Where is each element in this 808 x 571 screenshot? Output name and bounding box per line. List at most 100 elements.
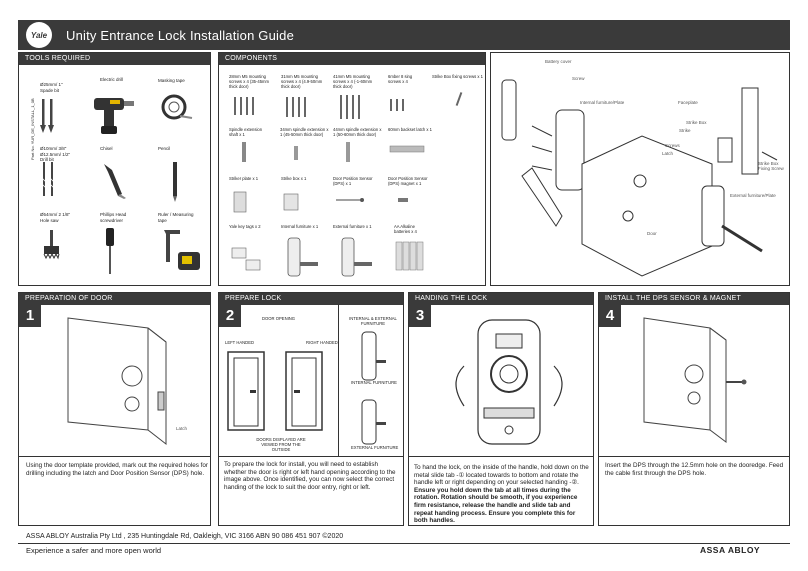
comp-fixing-screws: 6mber 8 sing screws x 4 (388, 74, 413, 84)
step-3-heading: HANDING THE LOCK (409, 293, 593, 305)
step-4-divider (598, 456, 790, 457)
handing-lock-diagram (455, 319, 563, 445)
pencil-icon (173, 162, 177, 202)
tool-masking-tape: Masking tape (158, 78, 185, 83)
step-4-number: 4 (599, 305, 621, 327)
dps-install-diagram (643, 317, 747, 443)
comp-28mm-screws: 28mm M5 mounting screws x 4 (35-45mm thi… (229, 74, 270, 89)
comp-31mm-screws: 31mm M5 mounting screws x 4 (4.9-50mm th… (281, 74, 323, 89)
step-2-panel: PREPARE LOCK 2 (218, 292, 404, 526)
step-4-description: Insert the DPS through the 12.5mm hole o… (605, 462, 784, 477)
step-2-vdivider (338, 304, 339, 456)
door-opening-label: DOOR OPENING (262, 316, 296, 321)
step-1-heading: PREPARATION OF DOOR (19, 293, 210, 305)
footer-rule (18, 543, 790, 544)
step-3-description: To hand the lock, on the inside of the h… (414, 464, 590, 525)
tape-icon (161, 94, 193, 120)
hole-saw-icon (43, 230, 60, 260)
label-door: Door (647, 231, 657, 236)
step-1-divider (18, 456, 211, 457)
drill-icon (94, 98, 134, 134)
step-1-latch-label: Latch (176, 426, 188, 431)
comp-internal-furniture: Internal furniture x 1 (281, 224, 319, 229)
tool-chisel: Chisel (100, 146, 113, 151)
measuring-tape-icon (164, 230, 200, 270)
tool-electric-drill: Electric drill (100, 77, 124, 82)
spindle-icons (242, 142, 425, 162)
left-handed-label: LEFT HANDED (225, 340, 255, 345)
int-ext-label: INTERNAL & EXTERNAL FURNITURE (349, 316, 397, 326)
comp-dps-magnet: Door Position Sensor (DPS) magnet x 1 (388, 176, 428, 186)
label-battery-cover: Battery cover (545, 59, 572, 64)
comp-41mm-screws: 41mm M5 mounting screws x 4 (-1-60mm thi… (333, 74, 373, 89)
step-4-heading: INSTALL THE DPS SENSOR & MAGNET (599, 293, 789, 305)
page-title: Unity Entrance Lock Installation Guide (66, 27, 294, 43)
step-1-number: 1 (19, 305, 41, 327)
chisel-icon (104, 164, 126, 199)
comp-external-furniture: External furniture x 1 (333, 224, 372, 229)
step-2-description: To prepare the lock for install, you wil… (224, 461, 396, 491)
step-2-divider (218, 456, 404, 457)
exploded-diagram-panel (490, 52, 790, 286)
footer-brand-logo: ASSA ABLOY (700, 545, 761, 555)
label-strike-box: Strike Box (686, 120, 707, 125)
tool-spade-bit: Ø25mm/ 1" Spade bit (40, 82, 63, 93)
components-panel: COMPONENTS (218, 52, 486, 286)
comp-strike-box-screws: Strike Box fixing screws x 1 (432, 74, 483, 79)
comp-spindle-shaft: Spindle extension shaft x 1 (229, 127, 263, 137)
label-faceplate: Faceplate (678, 100, 698, 105)
tools-panel: TOOLS REQUIRED (18, 52, 211, 286)
door-prep-diagram (67, 317, 167, 446)
exploded-lock-diagram (501, 79, 778, 277)
furniture-handing-diagram (361, 331, 386, 445)
step-3-description-bold: Ensure you hold down the tab at all time… (414, 486, 578, 525)
strike-box-screw-icon (455, 92, 463, 106)
step-3-description-normal: To hand the lock, on the inside of the h… (414, 464, 589, 487)
step-4-panel: INSTALL THE DPS SENSOR & MAGNET 4 (598, 292, 790, 526)
label-screw: Screw (572, 76, 585, 81)
doors-viewed-label: DOORS DISPLAYED ARE VIEWED FROM THE OUTS… (256, 437, 306, 452)
comp-strike-box: Strike box x 1 (281, 176, 307, 181)
external-furniture-label: EXTERNAL FURNITURE (351, 445, 399, 450)
comp-dps: Door Position Sensor (DPS) x 1 (333, 176, 373, 186)
tool-drill-bit: Ø10mm/ 3/8" Ø12.5mm/ 1/2" Drill bit (40, 146, 71, 162)
tool-hole-saw: Ø54mm/ 2 1/8" Hole saw (40, 212, 71, 223)
tool-measuring-tape: Ruler / Measuring tape (158, 212, 194, 223)
comp-44mm-spindle: 44mm spindle extension x 1 (50-60mm thic… (333, 127, 382, 137)
comp-key-tags: Yale key tags x 2 (229, 224, 261, 229)
spade-bit-icon (40, 99, 54, 133)
step-3-panel: HANDING THE LOCK 3 (408, 292, 594, 526)
step-3-number: 3 (409, 305, 431, 327)
part-number: Part No. YUR_DE_INSTALL_1_0B (30, 98, 35, 160)
step-1-panel: PREPARATION OF DOOR 1 (18, 292, 211, 526)
right-handed-label: RIGHT HANDED (306, 340, 338, 345)
comp-batteries: AA Alkaline batteries x 4 (394, 224, 417, 234)
label-latch: Latch (662, 151, 674, 156)
label-internal-plate: Internal furniture/Plate (580, 100, 625, 105)
strike-icons (233, 191, 408, 213)
comp-striker-plate: Striker plate x 1 (229, 176, 259, 181)
step-2-heading: PREPARE LOCK (219, 293, 403, 305)
footer-tagline: Experience a safer and more open world (26, 546, 162, 555)
components-heading: COMPONENTS (219, 53, 485, 65)
screwdriver-icon (106, 228, 114, 274)
screws-icon (234, 95, 404, 119)
step-1-description: Using the door template provided, mark o… (26, 462, 209, 477)
drill-bit-icon (41, 162, 55, 196)
label-external-plate: External furniture/Plate (730, 193, 776, 198)
internal-furniture-label: INTERNAL FURNITURE (351, 380, 397, 385)
label-strike: Strike (679, 128, 691, 133)
step-3-divider (408, 456, 594, 457)
label-screws: Screws (665, 143, 680, 148)
tool-screwdriver: Phillips Head screwdriver (100, 212, 127, 223)
comp-backset-latch: 60mm backset latch x 1 (388, 127, 432, 132)
door-handing-diagram (227, 351, 323, 431)
tools-heading: TOOLS REQUIRED (19, 53, 210, 65)
step-2-number: 2 (219, 305, 241, 327)
yale-logo: Yale (26, 22, 52, 48)
comp-34mm-spindle: 34mm spindle extension x 1 (45-50mm thic… (280, 127, 329, 137)
footer-company: ASSA ABLOY Australia Pty Ltd , 235 Hunti… (26, 533, 344, 540)
tool-pencil: Pencil (158, 146, 171, 151)
label-fixing-screw: Strike Box Fixing Screw (758, 161, 784, 171)
header-bar: Yale Unity Entrance Lock Installation Gu… (18, 20, 790, 50)
